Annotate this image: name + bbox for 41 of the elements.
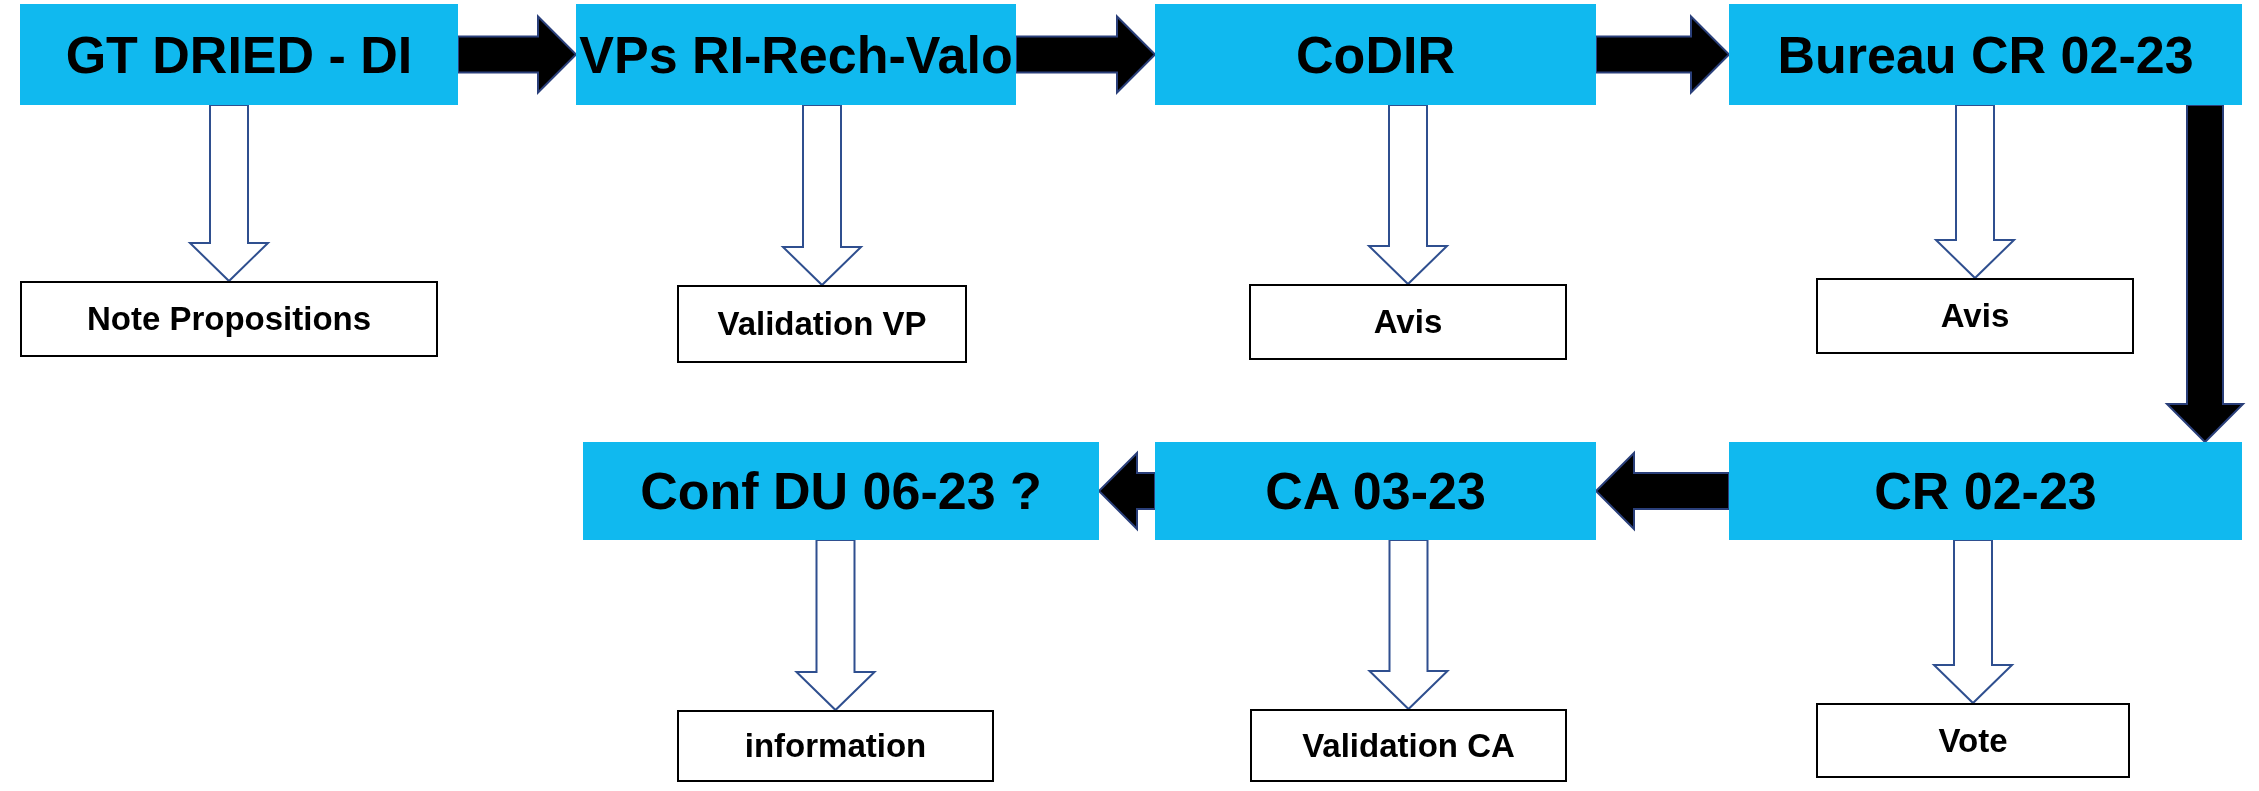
process-box — [1155, 442, 1596, 540]
block-arrow — [1594, 450, 1730, 532]
result-box — [1816, 278, 2134, 354]
box-label: CoDIR — [1296, 24, 1455, 85]
box-label: CA 03-23 — [1265, 461, 1486, 521]
block-arrow — [1367, 539, 1450, 711]
box-label: Vote — [1938, 721, 2008, 760]
result-box — [1249, 284, 1567, 360]
block-arrow — [1015, 14, 1157, 95]
block-arrow — [794, 539, 877, 712]
process-box — [20, 4, 458, 105]
box-label: Validation CA — [1302, 726, 1515, 765]
box-label: CR 02-23 — [1874, 461, 2097, 521]
box-label: Avis — [1373, 303, 1443, 341]
result-box — [677, 285, 967, 363]
result-box — [1816, 703, 2130, 778]
result-box — [20, 281, 438, 357]
block-arrow — [1366, 104, 1450, 286]
result-box — [677, 710, 994, 782]
block-arrow — [457, 14, 578, 95]
block-arrow — [1933, 104, 2017, 280]
box-label: Avis — [1940, 297, 2010, 335]
block-arrow — [1931, 539, 2015, 705]
process-box — [1729, 4, 2242, 105]
block-arrow — [780, 104, 864, 287]
box-label: Validation VP — [717, 305, 927, 343]
block-arrow — [2164, 104, 2246, 444]
process-box — [576, 4, 1016, 105]
box-label: Note Propositions — [86, 300, 372, 338]
process-box — [1729, 442, 2242, 540]
block-arrow — [1097, 450, 1156, 532]
block-arrow — [1595, 14, 1731, 95]
process-box — [1155, 4, 1596, 105]
process-box — [583, 442, 1099, 540]
box-label: Bureau CR 02-23 — [1777, 24, 2194, 85]
box-label: GT DRIED - DI — [65, 24, 413, 85]
block-arrow — [187, 104, 271, 283]
result-box — [1250, 709, 1567, 782]
box-label: Conf DU 06-23 ? — [640, 461, 1042, 521]
box-label: information — [744, 727, 927, 765]
box-label: VPs RI-Rech-Valo — [579, 24, 1013, 85]
